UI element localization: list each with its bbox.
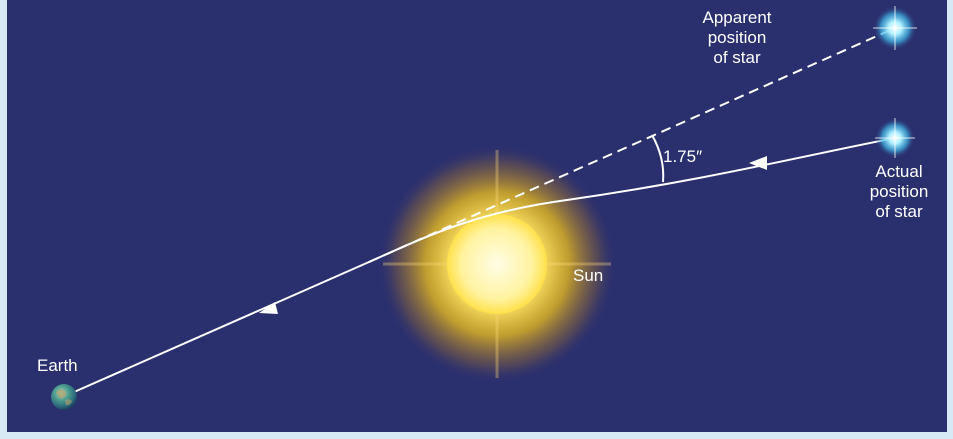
actual-label-line3: of star [875,202,923,221]
earth-label: Earth [37,356,78,375]
sun-label: Sun [573,266,604,285]
apparent-line-of-sight [368,27,896,263]
diagram-canvas: Apparent position of star Actual positio… [7,0,947,432]
arrow-lower-icon [259,302,278,314]
apparent-label-line2: position [707,28,767,47]
sun [377,144,617,384]
apparent-label-line1: Apparent [702,8,772,27]
actual-star-icon [875,118,915,158]
arrow-upper-icon [749,156,767,170]
apparent-label-line3: of star [713,48,761,67]
deflection-angle-arc [651,134,665,183]
deflection-angle-label: 1.75″ [663,147,703,166]
actual-position-label: Actual position of star [853,162,945,222]
light-deflection-diagram [51,6,917,410]
actual-light-path [64,137,896,397]
actual-label-line1: Actual [875,162,923,181]
actual-label-line2: position [869,182,929,201]
apparent-star-icon [873,6,917,50]
earth-icon [51,384,77,410]
apparent-position-label: Apparent position of star [679,8,795,68]
